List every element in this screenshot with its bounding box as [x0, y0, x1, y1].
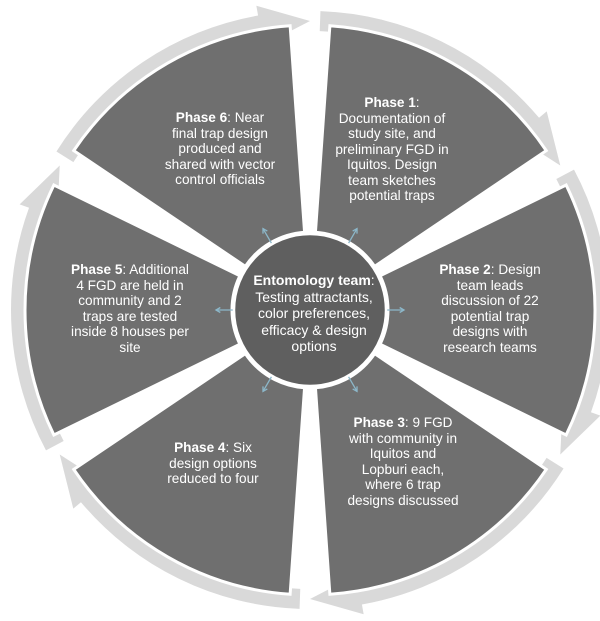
phase-4-line-1: Six: [233, 440, 252, 455]
phase-2-line-6: research teams: [443, 339, 537, 355]
phase-6-line-4: shared with vector: [164, 156, 276, 172]
phase-5-segment: [23, 183, 242, 437]
phase-4-line-2: design options: [169, 455, 257, 471]
center-line-1: Testing attractants,: [255, 288, 373, 305]
phase-5-line-3: community and 2: [78, 293, 182, 308]
phase-3-line-1: 9 FGD: [412, 415, 453, 430]
center-text: Entomology team: Testing attractants, co…: [253, 272, 375, 354]
phase-2-line-3: discussion of 22: [441, 293, 539, 308]
phase-3-line-3: Iquitos and: [369, 446, 437, 461]
phase-4-segment: [71, 351, 307, 596]
phase-segments: [23, 24, 597, 596]
phase-3-line-6: designs discussed: [347, 492, 459, 508]
phase-1-line-5: team sketches: [348, 172, 436, 188]
phase-5-line-6: site: [119, 339, 141, 355]
phase-3-segment: [313, 351, 549, 596]
phase-1-text: Phase 1: Documentation of study site, an…: [335, 95, 449, 203]
phase-5-title: Phase 5: [71, 262, 123, 277]
phase-5-line-1: Additional: [129, 262, 189, 277]
phase-2-text: Phase 2: Design team leads discussion of…: [439, 262, 541, 355]
phase-2-line-1: Design: [498, 262, 541, 277]
phase-2-line-5: designs with: [452, 324, 528, 339]
phase-5-line-2: 4 FGD are held in: [76, 277, 184, 293]
phase-4-line-3: reduced to four: [167, 471, 259, 486]
phase-2-line-2: team leads: [456, 277, 524, 293]
phase-3-line-2: with community in: [348, 430, 458, 446]
phase-1-line-2: study site, and: [348, 126, 436, 141]
phase-6-segment: [71, 24, 307, 269]
phase-1-line-4: Iquitos. Design: [347, 157, 437, 172]
phase-1-segment: [313, 24, 549, 269]
phase-2-segment: [378, 183, 597, 437]
phase-4-text: Phase 4: Six design options reduced to f…: [167, 440, 259, 486]
phase-6-line-2: final trap design: [172, 125, 268, 141]
phase-4-title: Phase 4: [174, 440, 226, 455]
phase-6-line-3: produced and: [178, 141, 262, 156]
phase-3-line-4: Lopburi each,: [361, 461, 445, 477]
phase-3-text: Phase 3: 9 FGD with community in Iquitos…: [347, 415, 459, 508]
phase-1-title: Phase 1: [364, 95, 416, 110]
phase-1-line-3: preliminary FGD in: [335, 141, 449, 157]
phase-5-line-4: traps are tested: [82, 308, 178, 324]
phase-2-title: Phase 2: [439, 262, 491, 277]
phase-3-line-5: where 6 trap: [365, 477, 441, 492]
cycle-arrow-2: [556, 169, 600, 455]
phase-6-line-1: Near: [234, 110, 265, 125]
phase-1-line-1: Documentation of: [338, 110, 446, 126]
center-line-4: options: [291, 338, 337, 354]
phase-5-line-5: inside 8 houses per: [71, 324, 189, 339]
phase-1-line-6: potential traps: [349, 188, 435, 203]
center-title: Entomology team: [253, 272, 371, 288]
phase-2-line-4: potential trap: [450, 308, 530, 324]
center-line-3: efficacy & design: [261, 321, 367, 338]
center-line-2: color preferences,: [257, 305, 371, 321]
phase-6-title: Phase 6: [175, 110, 228, 125]
phase-6-text: Phase 6: Near final trap design produced…: [164, 110, 276, 187]
phase-6-line-5: control officials: [175, 172, 265, 187]
center-circle: [232, 232, 388, 388]
cycle-arrow-5: [10, 165, 64, 451]
phase-5-text: Phase 5: Additional 4 FGD are held in co…: [71, 262, 189, 355]
phase-3-title: Phase 3: [353, 415, 405, 430]
